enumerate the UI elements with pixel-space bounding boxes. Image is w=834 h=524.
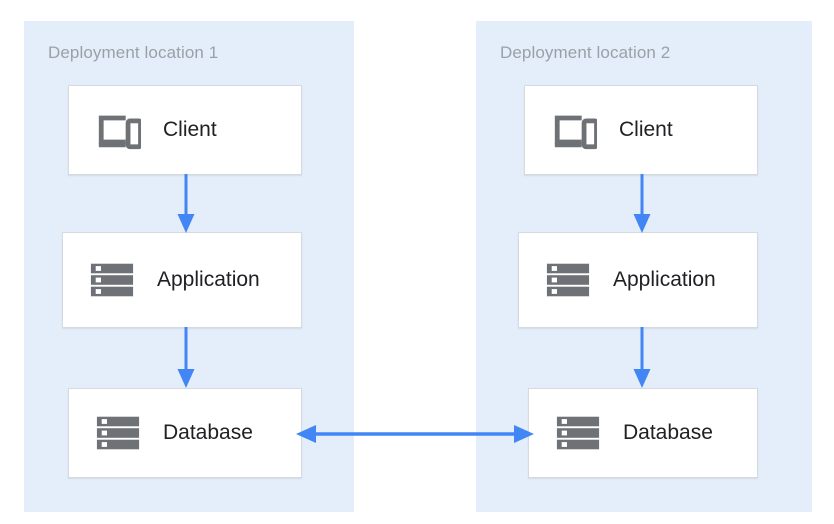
node-client-2[interactable]: Client [524, 85, 758, 175]
node-database-1-label: Database [163, 421, 253, 444]
node-application-2-label: Application [613, 268, 716, 291]
devices-icon [98, 115, 141, 150]
arrow-application-2-to-database-2 [633, 327, 651, 388]
server-icon [546, 263, 590, 297]
node-client-2-label: Client [619, 118, 673, 141]
deployment-zone-1-title: Deployment location 1 [48, 43, 219, 62]
arrow-client-1-to-application-1 [177, 174, 195, 233]
node-database-1[interactable]: Database [68, 388, 302, 478]
node-application-2[interactable]: Application [518, 232, 758, 328]
node-application-1[interactable]: Application [62, 232, 302, 328]
server-icon [96, 416, 140, 450]
node-database-2-label: Database [623, 421, 713, 444]
node-client-1-label: Client [163, 118, 217, 141]
arrow-client-2-to-application-2 [633, 174, 651, 233]
node-application-1-label: Application [157, 268, 260, 291]
server-icon [556, 416, 600, 450]
node-client-1[interactable]: Client [68, 85, 302, 175]
server-icon [90, 263, 134, 297]
deployment-zone-2-title: Deployment location 2 [500, 43, 671, 62]
arrow-database-1-to-database-2 [296, 425, 534, 443]
devices-icon [554, 115, 597, 150]
node-database-2[interactable]: Database [528, 388, 758, 478]
arrow-application-1-to-database-1 [177, 327, 195, 388]
